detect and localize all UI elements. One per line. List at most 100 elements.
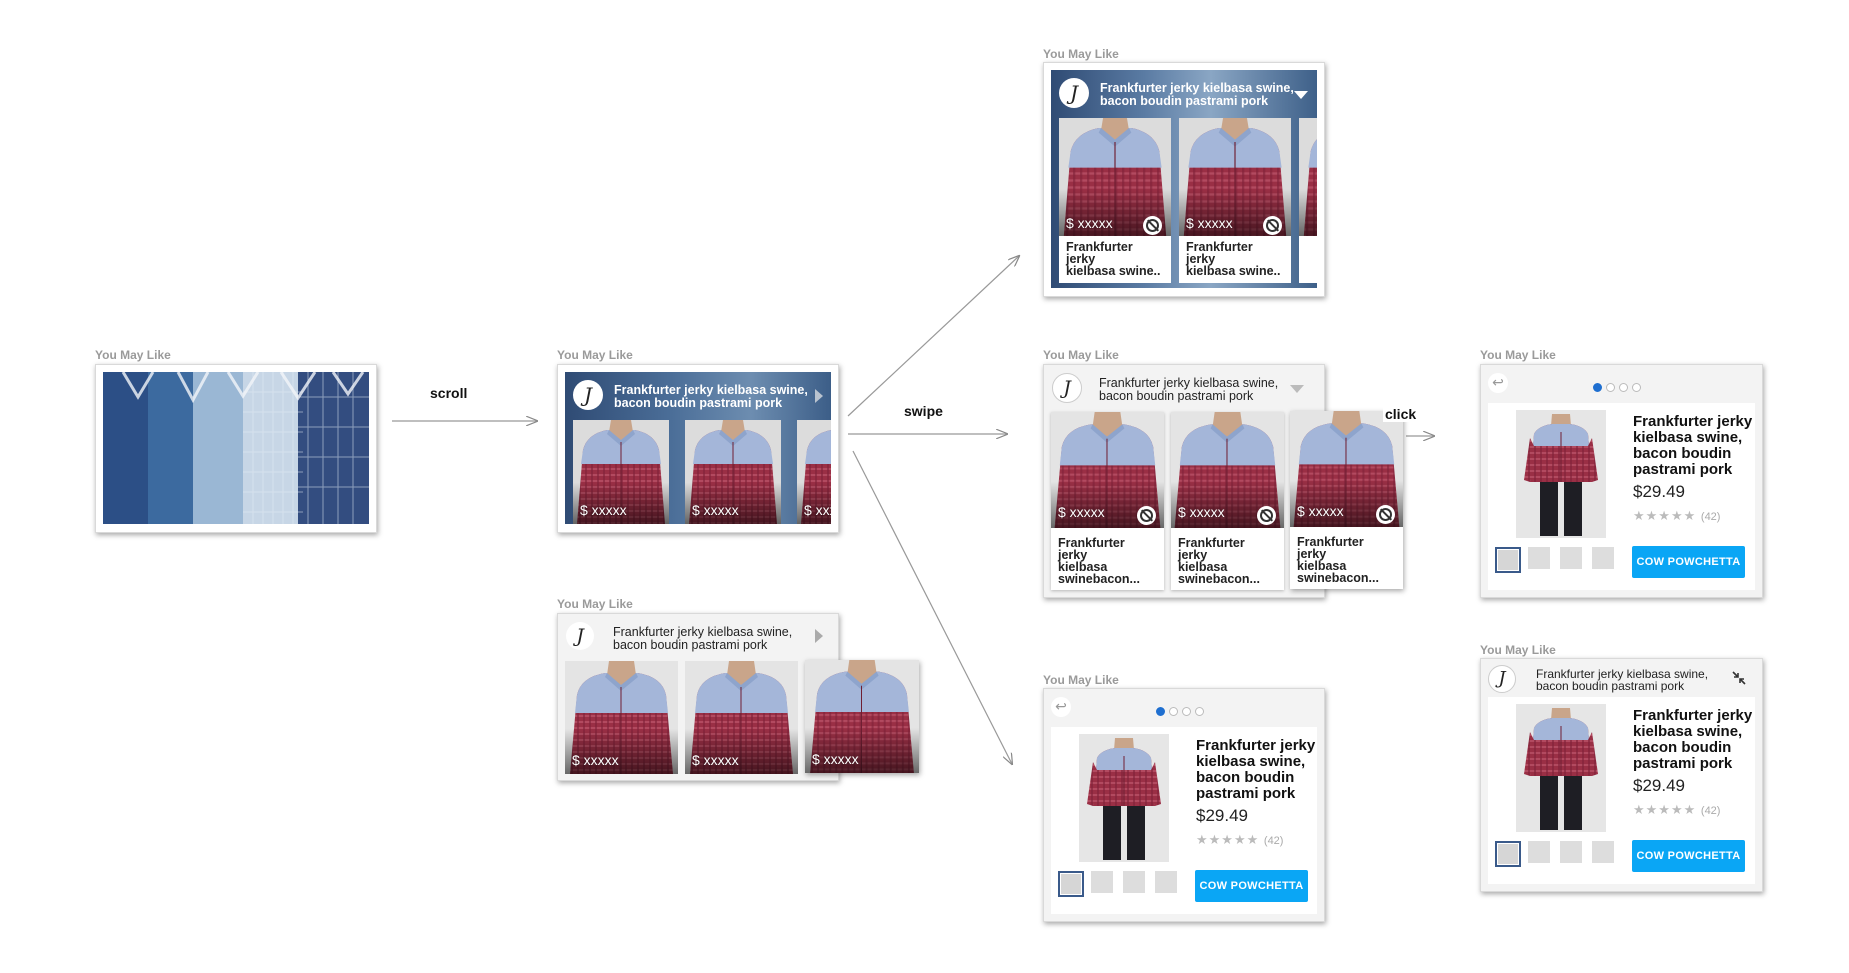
pager-dot[interactable] [1169,707,1178,716]
thumbnail[interactable] [1528,841,1550,863]
product-tile[interactable]: $ xxxxx Frankfurter jerky kielbasa swine… [1059,118,1171,283]
swipe-label: swipe [904,403,943,419]
caption-line: kielbasa swine.. [1066,264,1161,278]
thumbnail[interactable] [1560,841,1582,863]
cta-button[interactable]: COW POWCHETTA [1195,870,1308,902]
product-caption: Frankfurter jerky kielbasa swine.. [1179,236,1291,282]
collapse-icon[interactable] [1731,670,1747,686]
product-tile[interactable]: $ xxxxx [573,420,669,524]
thumbnail[interactable] [1091,871,1113,893]
pager-dots[interactable] [1593,379,1645,397]
rating-stars: ★★★★★ (42) [1633,508,1720,524]
block-icon[interactable] [1143,216,1162,235]
price-label: $ xxxxx [572,752,619,768]
pager-dot[interactable] [1593,383,1602,392]
ad-card-expanded-dark[interactable]: J Frankfurter jerky kielbasa swine, baco… [1043,62,1325,297]
product-tile-overflow[interactable]: $ xxxxx [805,660,919,773]
headline: Frankfurter jerky kielbasa swine, bacon … [1536,668,1708,692]
chevron-right-icon[interactable] [815,629,823,643]
product-tile[interactable]: $ xxxxx Frankfurter jerky kielbasa swine… [1051,412,1164,590]
headline: Frankfurter jerky kielbasa swine, bacon … [613,626,792,652]
scroll-label: scroll [430,385,468,401]
product-tile[interactable]: $ xxxxx Frankfurter jerky kielbasa swine… [1179,118,1291,283]
product-tile[interactable]: $ xxxxx Frankfurter jerky kielbasa swine… [1171,412,1284,590]
arrow-swipe-up [847,256,1019,417]
headline-line-2: bacon boudin pastrami pork [613,638,768,652]
headline-line-1: Frankfurter jerky kielbasa swine, [1099,376,1279,390]
product-tile[interactable]: $ xxxxx [797,420,831,524]
product-name-line: pastrami pork [1633,461,1733,478]
product-name-line: bacon boudin [1633,739,1732,756]
pager-dot[interactable] [1619,383,1628,392]
ad-card-hero[interactable] [95,364,377,533]
review-count: (42) [1263,835,1284,847]
block-icon[interactable] [1257,506,1276,525]
pager-dot[interactable] [1156,707,1165,716]
price-label: $ xxxxx [1178,504,1225,520]
pager-dot[interactable] [1632,383,1641,392]
thumbnail[interactable] [1592,841,1614,863]
thumbnail[interactable] [1528,547,1550,569]
back-arrow-icon[interactable]: ↩ [1488,373,1508,393]
shirt-image [1299,118,1317,236]
block-icon[interactable] [1263,216,1282,235]
cta-button[interactable]: COW POWCHETTA [1632,840,1745,872]
thumbnail[interactable] [1058,871,1084,897]
caption-line: swinebacon... [1297,571,1379,585]
thumbnail[interactable] [1495,547,1521,573]
product-tile[interactable] [1299,118,1317,283]
price-label: $ xxxxx [804,502,831,518]
caption-line: swinebacon... [1058,572,1140,586]
product-name-line: kielbasa swine, [1633,429,1743,446]
stars-icon: ★★★★★ [1196,832,1260,847]
product-name: Frankfurter jerky kielbasa swine, bacon … [1633,414,1752,478]
pager-dot[interactable] [1606,383,1615,392]
block-icon[interactable] [1376,505,1395,524]
ad-card-expanded-light[interactable]: J Frankfurter jerky kielbasa swine, baco… [1043,364,1325,598]
chevron-down-icon[interactable] [1294,91,1308,99]
pager-dot[interactable] [1195,707,1204,716]
product-detail-card-with-header[interactable]: J Frankfurter jerky kielbasa swine, baco… [1480,658,1763,892]
product-detail-card[interactable]: ↩ Frankfurter jerky kielbasa swine, baco… [1043,688,1325,922]
pager-dots[interactable] [1156,703,1208,721]
card-label: You May Like [1480,348,1556,362]
chevron-right-icon[interactable] [815,389,823,403]
product-image [1516,704,1606,832]
headline-line-2: bacon boudin pastrami pork [1536,679,1685,693]
product-tile[interactable]: $ xxxxx [685,661,798,774]
product-name-line: bacon boudin [1196,769,1295,786]
cta-button[interactable]: COW POWCHETTA [1632,546,1745,578]
block-icon[interactable] [1137,506,1156,525]
caption-line: kielbasa [1178,560,1228,574]
headline-line-2: bacon boudin pastrami pork [1099,389,1254,403]
product-tile[interactable]: $ xxxxx [685,420,781,524]
price-label: $ xxxxx [692,752,739,768]
product-name-line: Frankfurter jerky [1633,707,1753,724]
chevron-down-icon[interactable] [1290,385,1304,393]
price-label: $ xxxxx [692,502,739,518]
thumbnail[interactable] [1123,871,1145,893]
headline-line-1: Frankfurter jerky kielbasa swine, [614,383,808,397]
product-tile[interactable]: $ xxxxx [565,661,678,774]
thumbnail[interactable] [1155,871,1177,893]
stars-icon: ★★★★★ [1633,802,1697,817]
pager-dot[interactable] [1182,707,1191,716]
product-detail-card[interactable]: ↩ Frankfurter jerky kielbasa swine, baco… [1480,364,1763,598]
price-label: $ xxxxx [1058,504,1105,520]
product-name-line: kielbasa swine, [1196,753,1306,770]
headline-line-2: bacon boudin pastrami pork [1100,94,1269,108]
headline-line-1: Frankfurter jerky kielbasa swine, [613,625,793,639]
thumbnail[interactable] [1592,547,1614,569]
thumbnail[interactable] [1495,841,1521,867]
back-arrow-icon[interactable]: ↩ [1051,697,1071,717]
brand-logo-icon: J [1059,78,1089,108]
thumbnail[interactable] [1560,547,1582,569]
product-name-line: Frankfurter jerky [1196,737,1316,754]
ad-card-light[interactable]: J Frankfurter jerky kielbasa swine, baco… [557,613,839,781]
product-image [1079,734,1169,862]
ad-card-carousel[interactable]: J Frankfurter jerky kielbasa swine, baco… [557,364,839,533]
card-label: You May Like [1043,348,1119,362]
brand-logo-icon: J [566,622,594,650]
product-tile-overflow[interactable]: $ xxxxx Frankfurter jerky kielbasa swine… [1290,411,1403,589]
